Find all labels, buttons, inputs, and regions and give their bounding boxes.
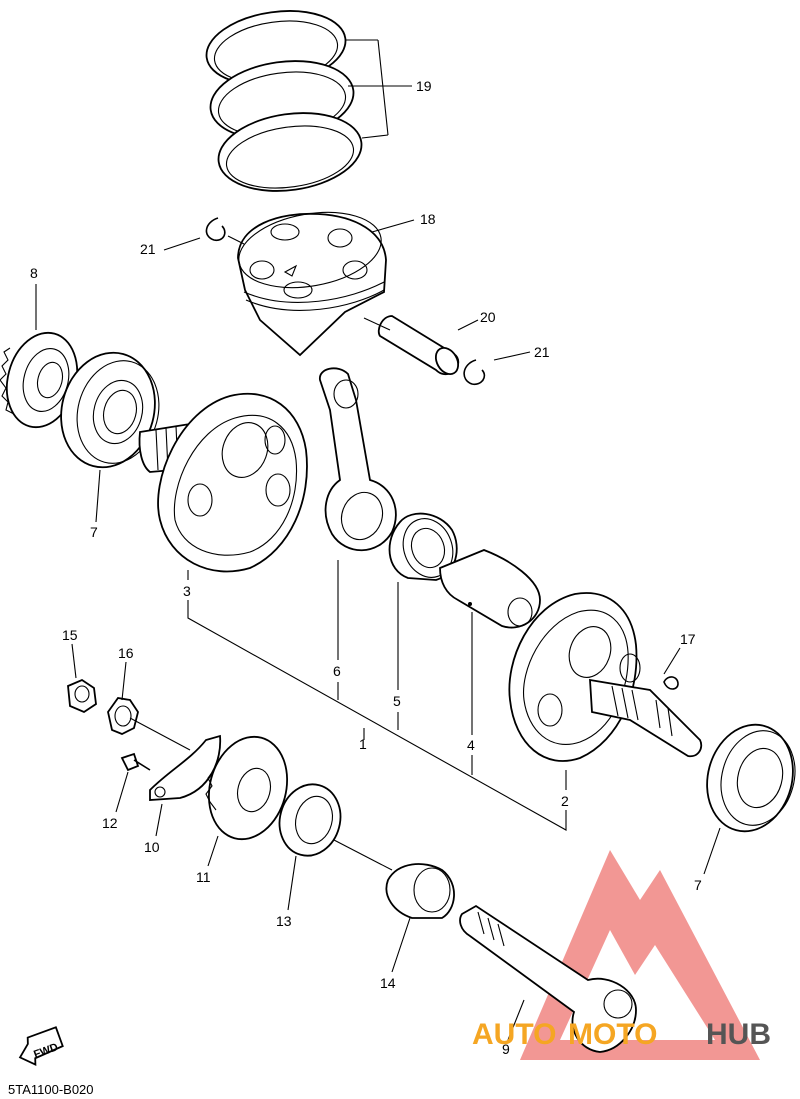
callout-19: 19 <box>416 78 432 94</box>
circlip-left <box>205 217 245 245</box>
crankwheel-right <box>508 592 641 762</box>
bearing-right <box>706 723 796 833</box>
fwd-arrow: FWD <box>18 1026 64 1067</box>
callout-10: 10 <box>144 839 160 855</box>
callout-15: 15 <box>62 627 78 643</box>
callout-2: 2 <box>561 793 569 809</box>
watermark-text: AUTO MOTO HUB <box>472 1018 771 1051</box>
balancer-shaft <box>459 904 637 1053</box>
bolt <box>120 752 151 772</box>
callout-21-right: 21 <box>534 344 550 360</box>
crank-shaft-right <box>589 678 703 758</box>
balancer-gear <box>205 735 288 841</box>
watermark-part1: AUTO <box>472 1018 556 1051</box>
piston <box>237 211 387 357</box>
callout-6: 6 <box>333 663 341 679</box>
nut <box>67 678 97 714</box>
callout-1: 1 <box>359 736 367 752</box>
leader-lines <box>35 85 721 1041</box>
bearing-left <box>60 351 160 469</box>
bracket-plate <box>149 734 222 801</box>
callout-12: 12 <box>102 815 118 831</box>
diagram-code: 5TA1100-B020 <box>8 1082 94 1097</box>
connecting-rod <box>319 367 397 552</box>
watermark-part2: MOTO <box>568 1018 657 1051</box>
crank-pin <box>439 549 541 629</box>
woodruff-key <box>663 676 679 690</box>
callout-17: 17 <box>680 631 696 647</box>
bearing-small <box>278 783 393 871</box>
callout-8: 8 <box>30 265 38 281</box>
callout-20: 20 <box>480 309 496 325</box>
callout-14: 14 <box>380 975 396 991</box>
callout-16: 16 <box>118 645 134 661</box>
callout-4: 4 <box>467 737 475 753</box>
callout-18: 18 <box>420 211 436 227</box>
callout-21-left: 21 <box>140 241 156 257</box>
circlip-right <box>463 359 486 386</box>
piston-rings <box>205 10 412 192</box>
callout-7-left: 7 <box>90 524 98 540</box>
needle-bearing-small <box>385 863 455 919</box>
callout-3: 3 <box>183 583 191 599</box>
piston-pin <box>363 315 460 376</box>
lock-washer <box>107 697 191 751</box>
callout-5: 5 <box>393 693 401 709</box>
primary-gear <box>0 331 79 429</box>
callout-11: 11 <box>196 869 211 885</box>
crankwheel-left <box>157 392 308 573</box>
watermark-part3: HUB <box>706 1018 771 1051</box>
watermark-logo <box>520 850 760 1060</box>
callout-13: 13 <box>276 913 292 929</box>
callouts: 19 18 21 20 21 8 7 3 6 5 4 1 2 17 7 15 1… <box>30 78 702 1057</box>
callout-7-right: 7 <box>694 877 702 893</box>
callout-9: 9 <box>502 1041 510 1057</box>
